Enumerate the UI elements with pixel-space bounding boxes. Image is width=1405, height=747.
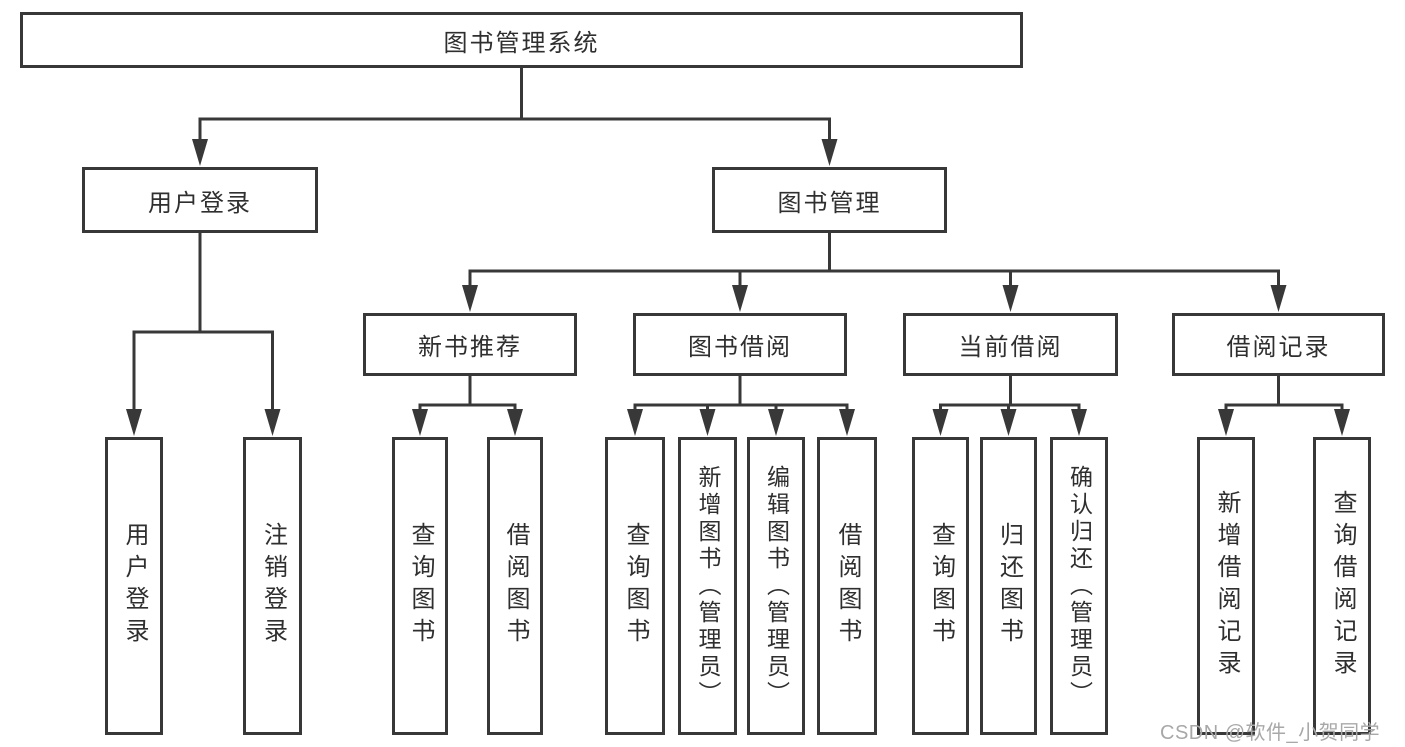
node-new-book-recommendation: 新书推荐 [363, 313, 577, 376]
node-label: 借阅记录 [1226, 334, 1331, 361]
node-label: 新增借阅记录 [1213, 490, 1240, 682]
leaf-borrowing-query-books: 查询图书 [605, 437, 665, 735]
node-label: 查询图书 [407, 522, 434, 650]
watermark: CSDN @软件_小贺同学 [1160, 722, 1381, 744]
node-label: 注销登录 [259, 522, 287, 650]
leaf-current-confirm-return-admin: 确认归还（管理员） [1050, 437, 1108, 735]
leaf-user-login: 用户登录 [105, 437, 163, 735]
connector-userlogin-to-leaves [132, 231, 274, 414]
node-book-management: 图书管理 [712, 167, 947, 233]
leaf-borrowing-add-books-admin: 新增图书（管理员） [678, 437, 737, 735]
node-label: 编辑图书（管理员） [763, 464, 790, 708]
leaf-newbook-query-books: 查询图书 [392, 437, 448, 735]
connector-current-to-leaves [939, 374, 1081, 414]
node-label: 用户登录 [121, 522, 148, 650]
connector-root-to-level2 [198, 66, 831, 144]
leaf-current-query-books: 查询图书 [912, 437, 969, 735]
node-label: 归还图书 [995, 522, 1023, 650]
connector-records-to-leaves [1224, 374, 1344, 414]
node-label: 查询图书 [622, 522, 649, 650]
node-label: 当前借阅 [958, 334, 1063, 361]
leaf-logout: 注销登录 [243, 437, 302, 735]
node-book-borrowing: 图书借阅 [633, 313, 847, 376]
node-label: 借阅图书 [502, 522, 529, 650]
leaf-borrowing-borrow-books: 借阅图书 [817, 437, 877, 735]
connector-borrowing-to-leaves [633, 374, 849, 414]
node-label: 查询图书 [927, 522, 955, 650]
node-label: 用户登录 [148, 189, 252, 217]
node-label: 新书推荐 [418, 334, 522, 361]
node-current-borrowing: 当前借阅 [903, 313, 1118, 376]
node-label: 图书管理系统 [443, 29, 600, 57]
connector-newbook-to-leaves [418, 374, 517, 414]
node-library-system: 图书管理系统 [20, 12, 1023, 68]
node-label: 借阅图书 [834, 522, 861, 650]
node-label: 图书管理 [777, 189, 882, 217]
connector-bookmgmt-to-level3 [468, 231, 1280, 290]
node-label: 确认归还（管理员） [1066, 464, 1093, 708]
node-label: 查询借阅记录 [1329, 490, 1356, 682]
node-label: 新增图书（管理员） [695, 464, 721, 708]
node-user-login: 用户登录 [82, 167, 318, 233]
node-label: 图书借阅 [688, 334, 792, 361]
leaf-newbook-borrow-books: 借阅图书 [487, 437, 543, 735]
leaf-records-add-record: 新增借阅记录 [1197, 437, 1255, 735]
leaf-records-query-record: 查询借阅记录 [1313, 437, 1371, 735]
leaf-current-return-books: 归还图书 [980, 437, 1037, 735]
leaf-borrowing-edit-books-admin: 编辑图书（管理员） [747, 437, 805, 735]
node-borrowing-records: 借阅记录 [1172, 313, 1385, 376]
